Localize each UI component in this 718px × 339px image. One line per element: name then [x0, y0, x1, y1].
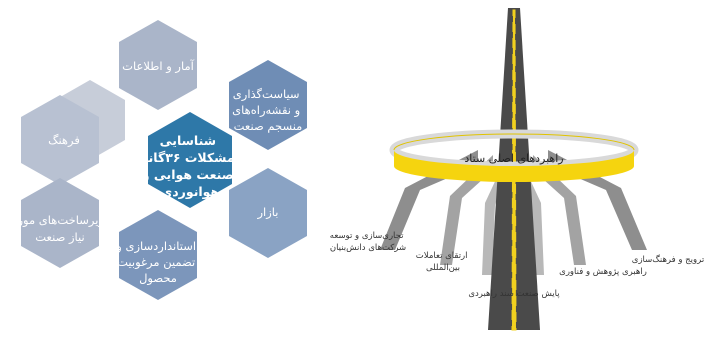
label-international: ارتقای تعاملات بین‌المللی	[416, 251, 470, 273]
label-monitoring: پایش صنعت سند راهبردی	[468, 289, 560, 299]
label-culture: ترویج و فرهنگ‌سازی	[632, 254, 705, 265]
hex-center	[148, 112, 232, 208]
hex-top-right-label: سیاست‌گذاری و نقشه‌راه‌های منسجم صنعت	[232, 87, 304, 133]
hex-top-right	[229, 60, 307, 150]
hex-top-label: آمار و اطلاعات	[122, 59, 194, 74]
roads-illustration: راهبردهای اصلی ستاد تجاری‌سازی و توسعه ش…	[330, 8, 705, 331]
label-research: راهبری پژوهش و فناوری	[559, 267, 647, 277]
hexagon-cluster: آمار و اطلاعات فرهنگ سیاست‌گذاری و نقشه‌…	[12, 20, 307, 300]
hex-mid-left	[21, 95, 99, 185]
hex-center-label: شناسایی مشکلات ۳۶گانه صنعت هوایی و هوانو…	[141, 133, 239, 199]
hex-bottom-right	[229, 168, 307, 258]
hex-top	[119, 20, 197, 110]
road-right-2	[533, 155, 586, 265]
label-commercialization: تجاری‌سازی و توسعه شرکت‌های دانش‌بنیان	[330, 231, 406, 253]
road-left-2	[440, 155, 493, 265]
strategy-band-label: راهبردهای اصلی ستاد	[464, 152, 563, 165]
hex-bottom-left	[21, 178, 99, 268]
hex-bottom-label: استانداردسازی و تضمین مرغوبیت محصول	[115, 239, 199, 286]
hex-top-left-label: فرهنگ	[48, 133, 80, 148]
hex-bottom-right-label: بازار	[256, 205, 278, 220]
hex-bottom	[119, 210, 197, 300]
strategy-band-front	[394, 150, 634, 182]
hex-bottom-left-label: زیرساخت‌های مورد نیاز صنعت	[12, 213, 107, 245]
strategy-band-top	[393, 133, 635, 151]
